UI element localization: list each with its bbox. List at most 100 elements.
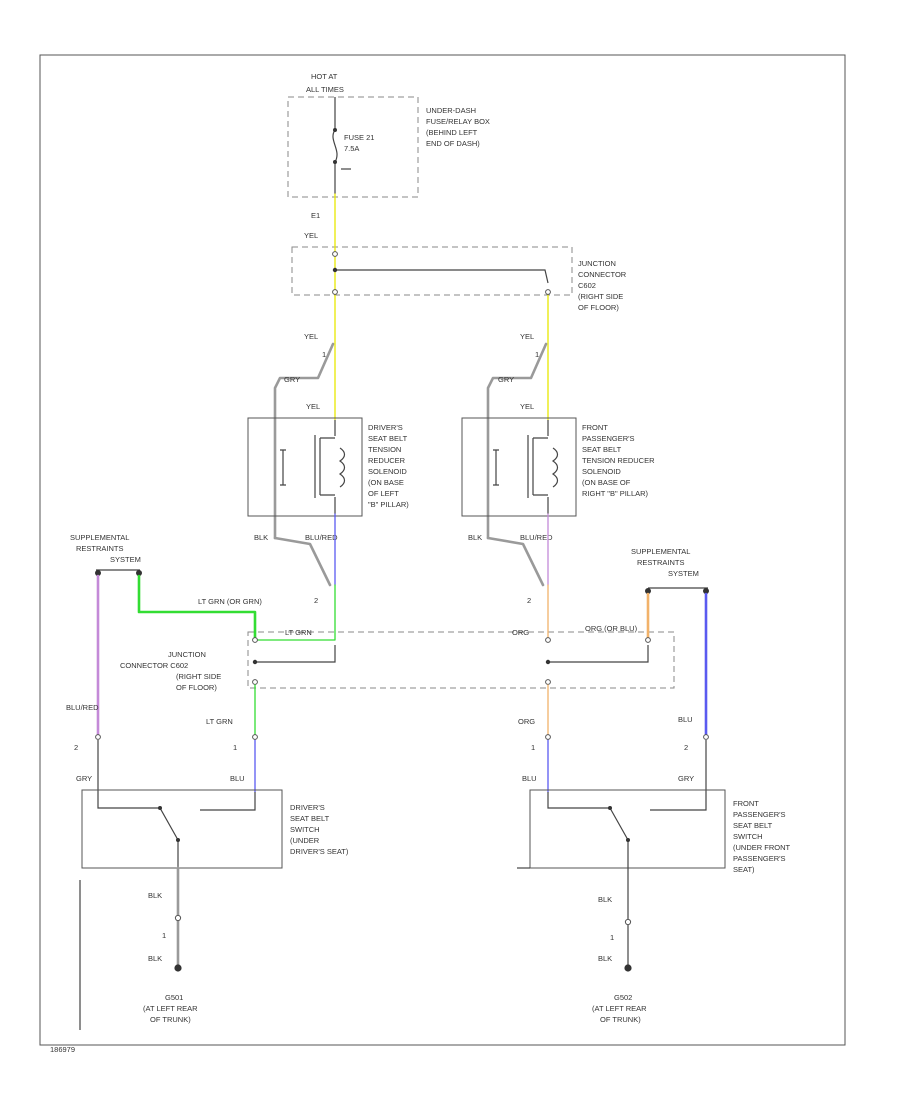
fuse-name-label: FUSE 21 (344, 133, 374, 142)
pas-sw-label-4: SWITCH (733, 832, 763, 841)
terminal-ground-right (624, 918, 632, 926)
ground-left-location-1: (AT LEFT REAR (143, 1004, 198, 1013)
pas-sw-label-1: FRONT (733, 799, 759, 808)
terminal-jc-mid-left-bottom (252, 679, 258, 685)
wire-label-blu-red-pas-sol: BLU/RED (520, 533, 553, 542)
passenger-solenoid-coil (551, 447, 559, 488)
wire-gry-driver (273, 342, 335, 540)
wire-label-org-or-blu: ORG (OR BLU) (585, 624, 638, 633)
drv-sol-label-2: SEAT BELT (368, 434, 408, 443)
junction-bus-mid-left (255, 645, 336, 663)
driver-switch-box (81, 789, 283, 869)
drv-sol-label-8: "B" PILLAR) (368, 500, 409, 509)
wire-label-yel-pas-1: YEL (520, 332, 534, 341)
passenger-switch-contacts (547, 792, 707, 868)
wire-label-org-low: ORG (518, 717, 535, 726)
wire-label-blu-pas-sw: BLU (522, 774, 537, 783)
wire-label-lt-grn-low: LT GRN (206, 717, 233, 726)
srs-left-label-3: SYSTEM (110, 555, 141, 564)
drv-sol-label-5: SOLENOID (368, 467, 407, 476)
wire-label-blk-gnd-r-2: BLK (598, 954, 612, 963)
pas-sw-label-7: SEAT) (733, 865, 755, 874)
ground-left-location-2: OF TRUNK) (150, 1015, 191, 1024)
wire-label-blu-red-left-1: BLU/RED (66, 703, 99, 712)
terminal-jc-mid-right-bottom (545, 679, 551, 685)
pas-sol-label-4: TENSION REDUCER (582, 456, 655, 465)
wire-label-lt-grn-mid: LT GRN (285, 628, 312, 637)
srs-left-terminal-a (95, 570, 101, 576)
jc-top-label-2: CONNECTOR (578, 270, 627, 279)
fuse-box-location-2: FUSE/RELAY BOX (426, 117, 490, 126)
drv-sol-label-3: TENSION (368, 445, 401, 454)
wire-lt-grn-driver-sol (254, 584, 336, 641)
pin-label-pas-sol-1: 1 (535, 350, 539, 359)
srs-right-label-2: RESTRAINTS (637, 558, 685, 567)
fuse-box-outline (287, 96, 419, 198)
driver-solenoid-internal (314, 435, 335, 498)
ground-right-name: G502 (614, 993, 632, 1002)
pin-label-gnd-l: 1 (162, 931, 166, 940)
passenger-solenoid-box (461, 417, 577, 517)
pin-label-drv-sw-2: 2 (74, 743, 78, 752)
terminal-jc-mid-right-srs (645, 637, 651, 643)
drv-sol-label-7: OF LEFT (368, 489, 399, 498)
wire-blk-driver-join (273, 536, 332, 587)
drv-sol-label-4: REDUCER (368, 456, 406, 465)
pas-sw-label-5: (UNDER FRONT (733, 843, 790, 852)
driver-solenoid-diode (280, 449, 286, 486)
terminal-jc-mid-right-top (545, 637, 551, 643)
pas-sol-label-3: SEAT BELT (582, 445, 622, 454)
terminal-ground-left (174, 914, 182, 922)
pin-label-drv-sol-2: 2 (314, 596, 318, 605)
wire-gry-passenger (486, 342, 548, 540)
wire-label-gry-drv: GRY (284, 375, 300, 384)
pin-label-drv-sol-1: 1 (322, 350, 326, 359)
jc-mid-label-4: OF FLOOR) (176, 683, 217, 692)
fuse-box-location-4: END OF DASH) (426, 139, 480, 148)
passenger-solenoid-diode (493, 449, 499, 486)
wire-label-blu-right-srs: BLU (678, 715, 693, 724)
jc-mid-label-3: (RIGHT SIDE (176, 672, 221, 681)
pin-label-pas-sw-1: 1 (531, 743, 535, 752)
pas-sw-label-2: PASSENGER'S (733, 810, 786, 819)
passenger-switch-contact (626, 838, 630, 842)
srs-right-label-1: SUPPLEMENTAL (631, 547, 690, 556)
srs-right-terminal-b (703, 588, 709, 594)
wire-label-yel-top: YEL (304, 231, 318, 240)
wire-label-yel-pas-2: YEL (520, 402, 534, 411)
pin-label-gnd-r: 1 (610, 933, 614, 942)
terminal-pas-sw-1 (545, 734, 551, 740)
driver-switch-pivot (158, 806, 162, 810)
pin-label-drv-sw-1: 1 (233, 743, 237, 752)
drv-sw-label-2: SEAT BELT (290, 814, 330, 823)
ground-left-name: G501 (165, 993, 183, 1002)
drv-sw-label-4: (UNDER (290, 836, 320, 845)
pin-label-pas-sol-2: 2 (527, 596, 531, 605)
wire-label-gry-pas: GRY (498, 375, 514, 384)
junction-connector-top-outline (291, 246, 573, 296)
srs-left-terminal-b (136, 570, 142, 576)
ground-left-symbol (174, 964, 182, 972)
jc-top-label-4: (RIGHT SIDE (578, 292, 623, 301)
wire-label-blk-gnd-l-2: BLK (148, 954, 162, 963)
drv-sol-label-1: DRIVER'S (368, 423, 403, 432)
ground-right-symbol (624, 964, 632, 972)
wire-label-blk-gnd-l-1: BLK (148, 891, 162, 900)
junction-node-top (332, 267, 338, 273)
diagram-id: 186979 (50, 1045, 75, 1054)
terminal-pas-sw-2 (703, 734, 709, 740)
wire-label-gry-pas-sw: GRY (678, 774, 694, 783)
jc-top-label-3: C602 (578, 281, 596, 290)
drv-sw-label-1: DRIVER'S (290, 803, 325, 812)
terminal-jc-mid-left-top (252, 637, 258, 643)
fuse-symbol (332, 97, 338, 194)
wire-blk-passenger-join (486, 536, 545, 587)
ground-right-location-2: OF TRUNK) (600, 1015, 641, 1024)
pin-label-pas-sw-2: 2 (684, 743, 688, 752)
srs-right-label-3: SYSTEM (668, 569, 699, 578)
junction-node-mid-right (545, 659, 551, 665)
wire-label-blk-pas-sol: BLK (468, 533, 482, 542)
pas-sw-label-3: SEAT BELT (733, 821, 773, 830)
passenger-solenoid-internal (527, 435, 548, 498)
